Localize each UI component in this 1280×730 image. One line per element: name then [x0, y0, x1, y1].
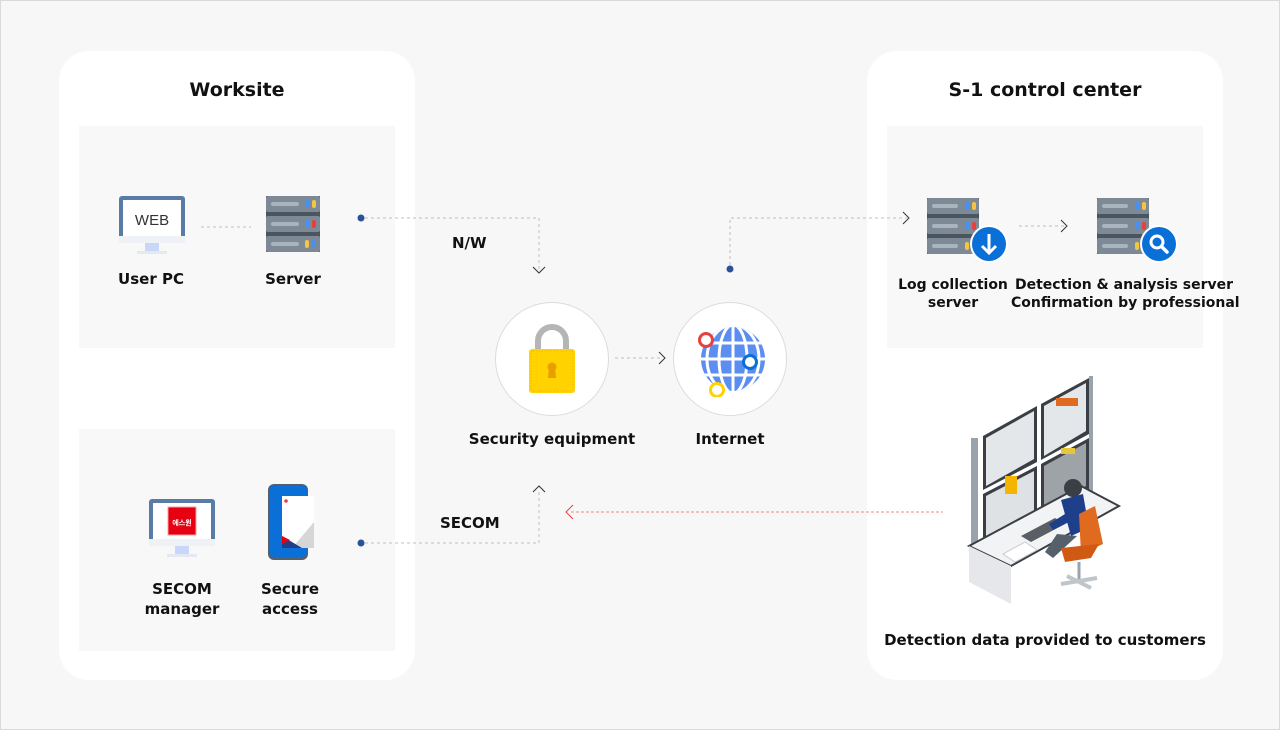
log-server-label-line1: Log collection: [898, 277, 1008, 293]
server-icon: [266, 196, 320, 252]
server-search-icon: [1097, 198, 1179, 264]
analysis-server-label: Detection & analysis server Confirmation…: [1011, 276, 1240, 312]
connector-dot: [726, 265, 734, 273]
monitor-icon: 에스원: [149, 499, 215, 561]
internet-label: Internet: [695, 430, 765, 448]
secure-access-label-line1: Secure: [260, 580, 320, 598]
control-center-title: S-1 control center: [948, 79, 1142, 101]
arrow-down-icon: [532, 266, 546, 274]
analysis-server-label-line1: Detection & analysis server: [1014, 277, 1234, 293]
server-download-icon: [927, 198, 1009, 264]
user-pc-label: User PC: [118, 270, 184, 288]
security-equipment-label: Security equipment: [468, 430, 636, 448]
log-collection-server-label: Log collection server: [893, 276, 1013, 312]
nw-connector-label: N/W: [452, 234, 487, 252]
server-label: Server: [265, 270, 321, 288]
secure-access-label: Secure access: [240, 579, 340, 619]
monitoring-operator-illustration: [961, 376, 1131, 604]
arrow-right-icon: [658, 351, 666, 365]
globe-icon: [693, 321, 769, 398]
padlock-icon: [528, 323, 576, 393]
detection-data-label: Detection data provided to customers: [884, 631, 1206, 649]
svg-text:WEB: WEB: [135, 212, 169, 229]
analysis-server-label-line2: Confirmation by professional: [1011, 295, 1240, 311]
secure-access-label-line2: access: [262, 600, 318, 618]
svg-text:에스원: 에스원: [172, 518, 191, 527]
log-server-label-line2: server: [927, 295, 979, 311]
arrow-up-icon: [532, 485, 546, 493]
secom-manager-label-line1: SECOM: [152, 580, 212, 598]
worksite-title: Worksite: [189, 79, 285, 101]
arrow-left-icon: [565, 504, 574, 520]
monitor-icon: WEB: [119, 196, 185, 258]
smartphone-icon: [268, 484, 314, 560]
secom-manager-label-line2: manager: [144, 600, 220, 618]
secom-manager-label: SECOM manager: [132, 579, 232, 619]
worksite-access-group: [79, 429, 395, 651]
secom-connector-label: SECOM: [440, 514, 500, 532]
